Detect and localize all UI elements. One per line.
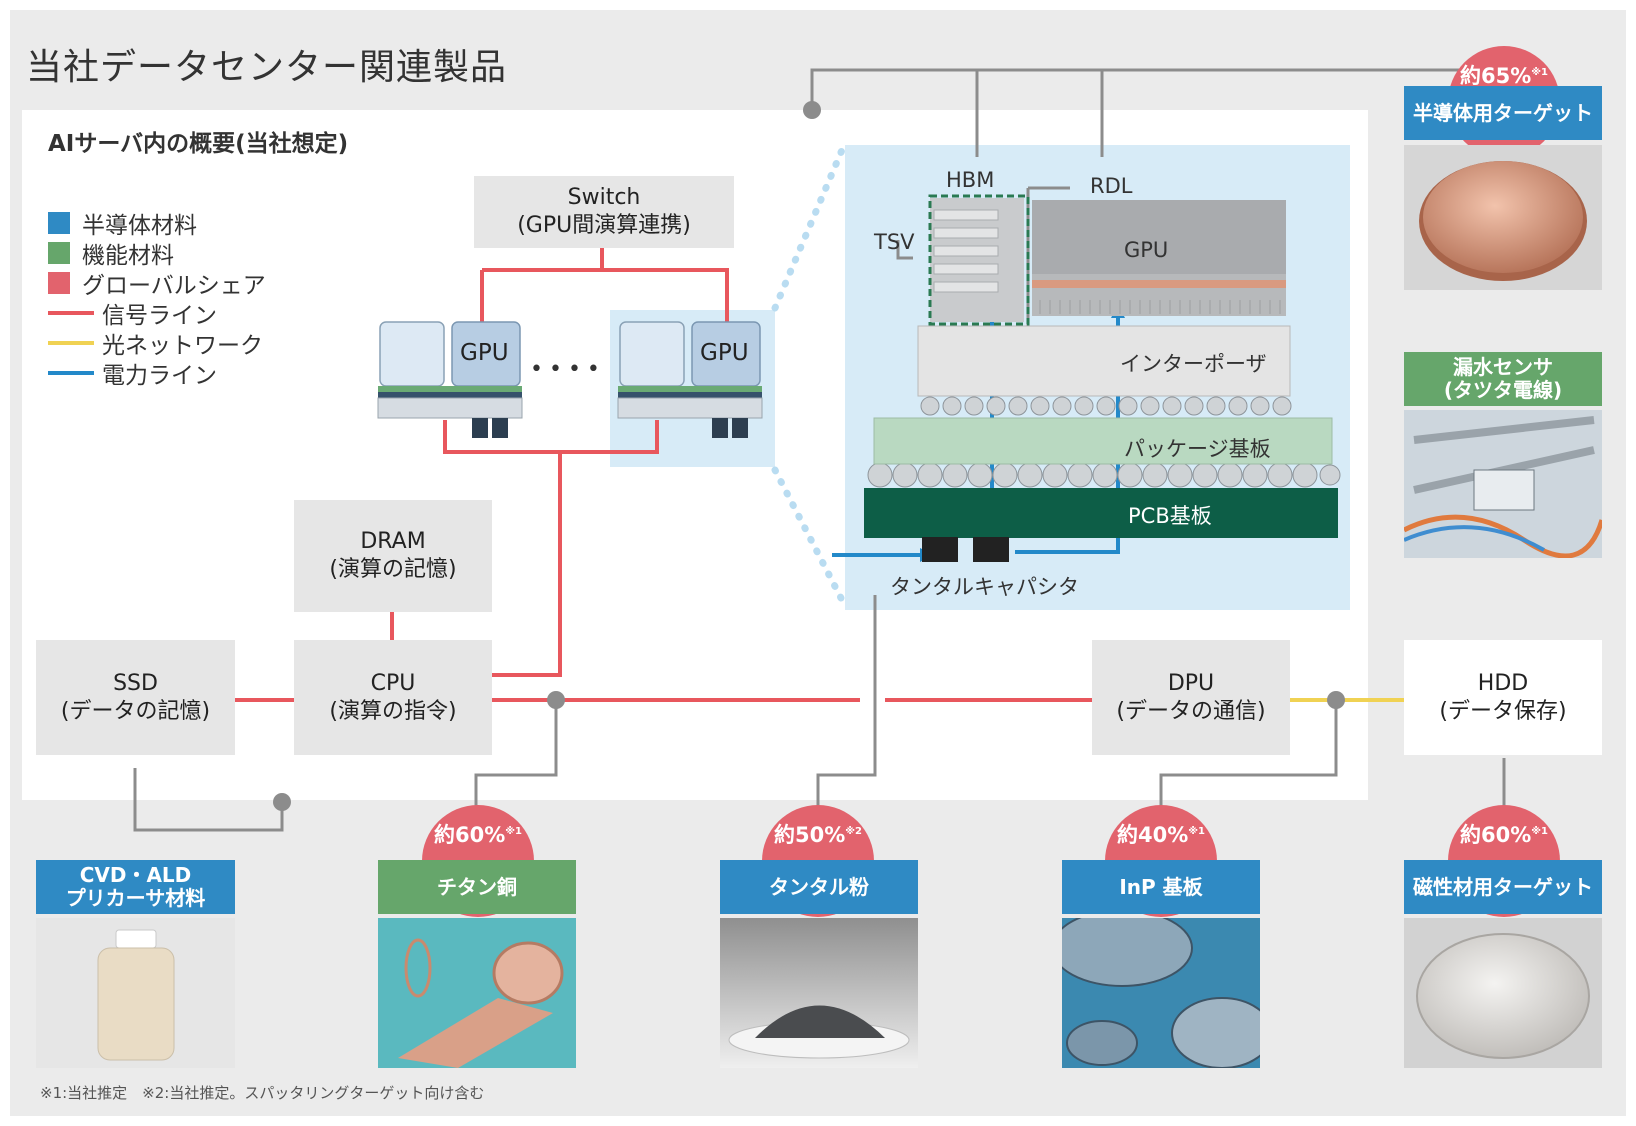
inp-photo xyxy=(1062,918,1260,1068)
target-semi-photo xyxy=(1404,145,1602,290)
product-label-target-semi: 半導体用ターゲット xyxy=(1404,86,1602,140)
interposer-label: インターポーザ xyxy=(1120,352,1267,376)
dpu-desc: (データの通信) xyxy=(1116,698,1266,724)
switch-desc: (GPU間演算連携) xyxy=(517,213,691,238)
legend-label: 信号ライン xyxy=(102,303,217,329)
share-value: 約60%※1 xyxy=(1460,823,1548,847)
dpu-box: DPU (データの通信) xyxy=(1092,640,1290,755)
legend-swatch xyxy=(48,212,70,234)
tsv-label: TSV xyxy=(874,230,915,254)
product-label-titanium-copper: チタン銅 xyxy=(378,860,576,914)
cpu-box: CPU (演算の指令) xyxy=(294,640,492,755)
legend-label: 電力ライン xyxy=(102,363,217,389)
ssd-desc: (データの記憶) xyxy=(60,698,211,724)
legend-item-signal-line: 信号ライン xyxy=(48,298,266,329)
switch-box: Switch (GPU間演算連携) xyxy=(474,176,734,248)
legend-swatch xyxy=(48,371,94,375)
capacitor-label: タンタルキャパシタ xyxy=(890,575,1079,599)
gpu-board-right xyxy=(617,321,763,438)
ssd-box: SSD (データの記憶) xyxy=(36,640,235,755)
product-label-tantalum: タンタル粉 xyxy=(720,860,918,914)
legend-label: 機能材料 xyxy=(82,243,174,269)
legend-label: グローバルシェア xyxy=(82,273,266,299)
share-value: 約50%※2 xyxy=(774,823,862,847)
magnetic-target-photo xyxy=(1404,918,1602,1068)
gpu-label-right: GPU xyxy=(700,340,749,366)
cpu-name: CPU xyxy=(370,670,416,696)
diagram-subtitle: AIサーバ内の概要(当社想定) xyxy=(48,131,349,157)
dram-name: DRAM xyxy=(360,529,426,554)
legend-label: 半導体材料 xyxy=(82,213,197,239)
share-value: 約60%※1 xyxy=(434,823,522,847)
cvd-ald-photo xyxy=(36,918,235,1068)
hbm-label: HBM xyxy=(946,168,995,192)
legend-item-semiconductor: 半導体材料 xyxy=(48,208,266,239)
gpu-board-left xyxy=(377,321,523,438)
switch-name: Switch xyxy=(567,185,641,210)
gpu-ellipsis: •••• xyxy=(530,357,606,382)
share-value: 約65%※1 xyxy=(1460,64,1548,88)
leak-sensor-photo xyxy=(1404,410,1602,558)
legend-item-global-share: グローバルシェア xyxy=(48,268,266,299)
legend-swatch xyxy=(48,311,94,315)
dram-desc: (演算の記憶) xyxy=(329,557,457,582)
product-label-leak-sensor: 漏水センサ(タツタ電線) xyxy=(1404,352,1602,406)
legend-label: 光ネットワーク xyxy=(102,333,263,359)
legend: 半導体材料 機能材料 グローバルシェア 信号ライン 光ネットワーク 電力ライン xyxy=(48,208,266,389)
footnote: ※1:当社推定 ※2:当社推定。スパッタリングターゲット向け含む xyxy=(40,1084,485,1102)
package-substrate-label: パッケージ基板 xyxy=(1124,437,1271,461)
dram-box: DRAM (演算の記憶) xyxy=(294,500,492,612)
legend-swatch xyxy=(48,242,70,264)
legend-swatch xyxy=(48,272,70,294)
legend-swatch xyxy=(48,341,94,345)
gpu-label-left: GPU xyxy=(460,340,509,366)
dpu-name: DPU xyxy=(1167,670,1215,696)
hdd-box: HDD (データ保存) xyxy=(1404,640,1602,755)
package-cross-section xyxy=(864,194,1341,562)
legend-item-power-line: 電力ライン xyxy=(48,358,266,389)
detail-gpu-label: GPU xyxy=(1124,238,1169,262)
legend-item-functional: 機能材料 xyxy=(48,238,266,269)
pcb-label: PCB基板 xyxy=(1128,504,1212,528)
product-label-magnetic-target: 磁性材用ターゲット xyxy=(1404,860,1602,914)
product-label-inp: InP 基板 xyxy=(1062,860,1260,914)
share-value: 約40%※1 xyxy=(1117,823,1205,847)
titanium-copper-photo xyxy=(378,918,576,1068)
page-title: 当社データセンター関連製品 xyxy=(26,47,508,88)
hdd-name: HDD xyxy=(1477,670,1529,696)
rdl-label: RDL xyxy=(1090,174,1133,198)
cpu-desc: (演算の指令) xyxy=(329,698,457,724)
legend-item-optical-network: 光ネットワーク xyxy=(48,328,266,359)
ssd-name: SSD xyxy=(113,670,158,696)
hdd-desc: (データ保存) xyxy=(1439,698,1567,724)
tantalum-photo xyxy=(720,918,918,1068)
